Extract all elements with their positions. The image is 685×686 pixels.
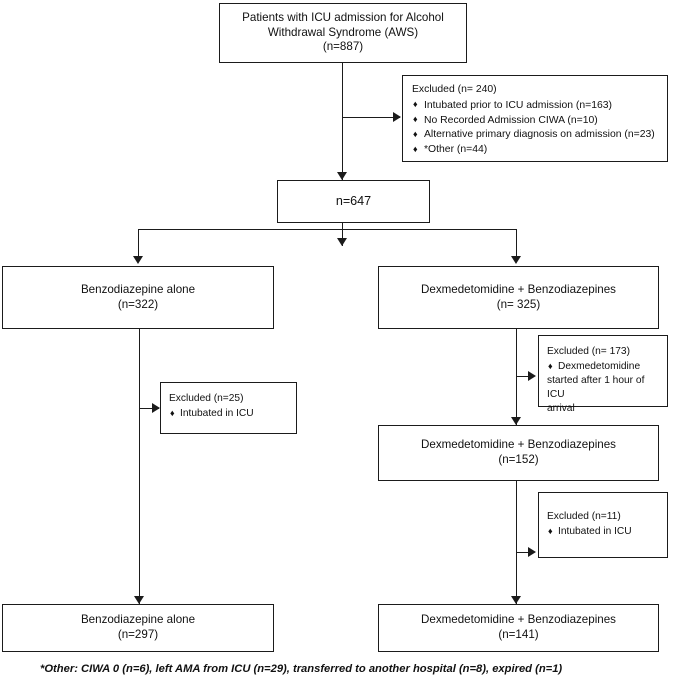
- box-dex-325-line-1: Dexmedetomidine + Benzodiazepines: [421, 282, 616, 296]
- box-dex-141-line-1: Dexmedetomidine + Benzodiazepines: [421, 613, 616, 627]
- connector-dex-325-to-dex-152: [516, 329, 517, 425]
- box-cohort-top-line-1: Patients with ICU admission for Alcohol: [242, 10, 444, 24]
- arrowhead-top-to-eligible: [337, 172, 347, 180]
- arrowhead-eligible-to-split: [337, 238, 347, 246]
- arrowhead-to-excluded-25: [152, 403, 160, 413]
- connector-to-excluded-173: [516, 376, 534, 377]
- box-excluded-173-list: Dexmedetomidine: [547, 360, 662, 374]
- box-excluded-11-list: Intubated in ICU: [547, 525, 662, 539]
- box-excluded-240-list: Intubated prior to ICU admission (n=163)…: [412, 98, 660, 158]
- box-excluded-11-header: Excluded (n=11): [547, 511, 621, 522]
- box-excluded-25-list: Intubated in ICU: [169, 407, 291, 421]
- list-item: No Recorded Admission CIWA (n=10): [412, 113, 660, 129]
- box-excluded-11: Excluded (n=11) Intubated in ICU: [538, 492, 668, 558]
- connector-dex-152-to-dex-141: [516, 481, 517, 604]
- list-item: Alternative primary diagnosis on admissi…: [412, 128, 660, 143]
- box-dex-325: Dexmedetomidine + Benzodiazepines (n= 32…: [378, 266, 659, 329]
- connector-to-excluded-25: [139, 408, 159, 409]
- box-excluded-173-continuation-2: arrival: [547, 403, 575, 415]
- box-benzo-297-line-2: (n=297): [117, 628, 159, 641]
- split-bar: [138, 229, 517, 230]
- list-item: Dexmedetomidine: [547, 360, 662, 374]
- connector-eligible-to-split: [342, 223, 343, 246]
- footnote-other: *Other: CIWA 0 (n=6), left AMA from ICU …: [40, 663, 563, 675]
- arrowhead-to-excluded-173: [528, 371, 536, 381]
- connector-to-excluded-240: [342, 117, 400, 118]
- box-excluded-173: Excluded (n= 173) Dexmedetomidine starte…: [538, 335, 668, 414]
- connector-split-to-dex-325: [516, 229, 517, 259]
- box-dex-152-line-2: (n=152): [498, 453, 539, 466]
- list-item: Intubated in ICU: [547, 525, 662, 539]
- box-excluded-25: Excluded (n=25) Intubated in ICU: [160, 382, 297, 434]
- box-dex-152-line-1: Dexmedetomidine + Benzodiazepines: [421, 438, 616, 452]
- list-item: *Other (n=44): [412, 143, 660, 158]
- box-excluded-173-header: Excluded (n= 173): [547, 346, 630, 357]
- box-dex-141: Dexmedetomidine + Benzodiazepines (n=141…: [378, 604, 659, 652]
- box-excluded-25-header: Excluded (n=25): [169, 393, 244, 404]
- box-dex-152: Dexmedetomidine + Benzodiazepines (n=152…: [378, 425, 659, 481]
- box-excluded-240-header: Excluded (n= 240): [412, 84, 497, 95]
- box-dex-141-line-2: (n=141): [498, 628, 539, 641]
- box-benzo-322: Benzodiazepine alone (n=322): [2, 266, 274, 329]
- connector-benzo-322-to-benzo-297: [139, 329, 140, 604]
- box-cohort-top-line-2: Withdrawal Syndrome (AWS): [267, 25, 419, 39]
- connector-split-to-benzo-322: [138, 229, 139, 259]
- box-benzo-297: Benzodiazepine alone (n=297): [2, 604, 274, 652]
- box-dex-325-line-2: (n= 325): [496, 297, 541, 311]
- box-cohort-top-line-3: (n=887): [322, 40, 364, 54]
- box-benzo-322-line-2: (n=322): [117, 297, 159, 311]
- connector-top-to-eligible: [342, 63, 343, 180]
- list-item: Intubated in ICU: [169, 407, 291, 421]
- box-excluded-173-continuation-1: started after 1 hour of ICU: [547, 375, 645, 401]
- box-cohort-top: Patients with ICU admission for Alcohol …: [219, 3, 467, 63]
- arrowhead-to-excluded-240: [393, 112, 401, 122]
- box-eligible-647: n=647: [277, 180, 430, 223]
- arrowhead-to-excluded-11: [528, 547, 536, 557]
- box-excluded-240: Excluded (n= 240) Intubated prior to ICU…: [402, 75, 668, 162]
- list-item: Intubated prior to ICU admission (n=163): [412, 98, 660, 114]
- box-benzo-297-line-1: Benzodiazepine alone: [80, 613, 196, 627]
- arrowhead-split-to-dex-325: [511, 256, 521, 264]
- box-eligible-647-line-1: n=647: [335, 194, 372, 209]
- box-benzo-322-line-1: Benzodiazepine alone: [80, 282, 196, 296]
- connector-to-excluded-11: [516, 552, 534, 553]
- arrowhead-split-to-benzo-322: [133, 256, 143, 264]
- arrowhead-benzo-322-to-benzo-297: [134, 596, 144, 604]
- arrowhead-dex-152-to-dex-141: [511, 596, 521, 604]
- arrowhead-dex-325-to-dex-152: [511, 417, 521, 425]
